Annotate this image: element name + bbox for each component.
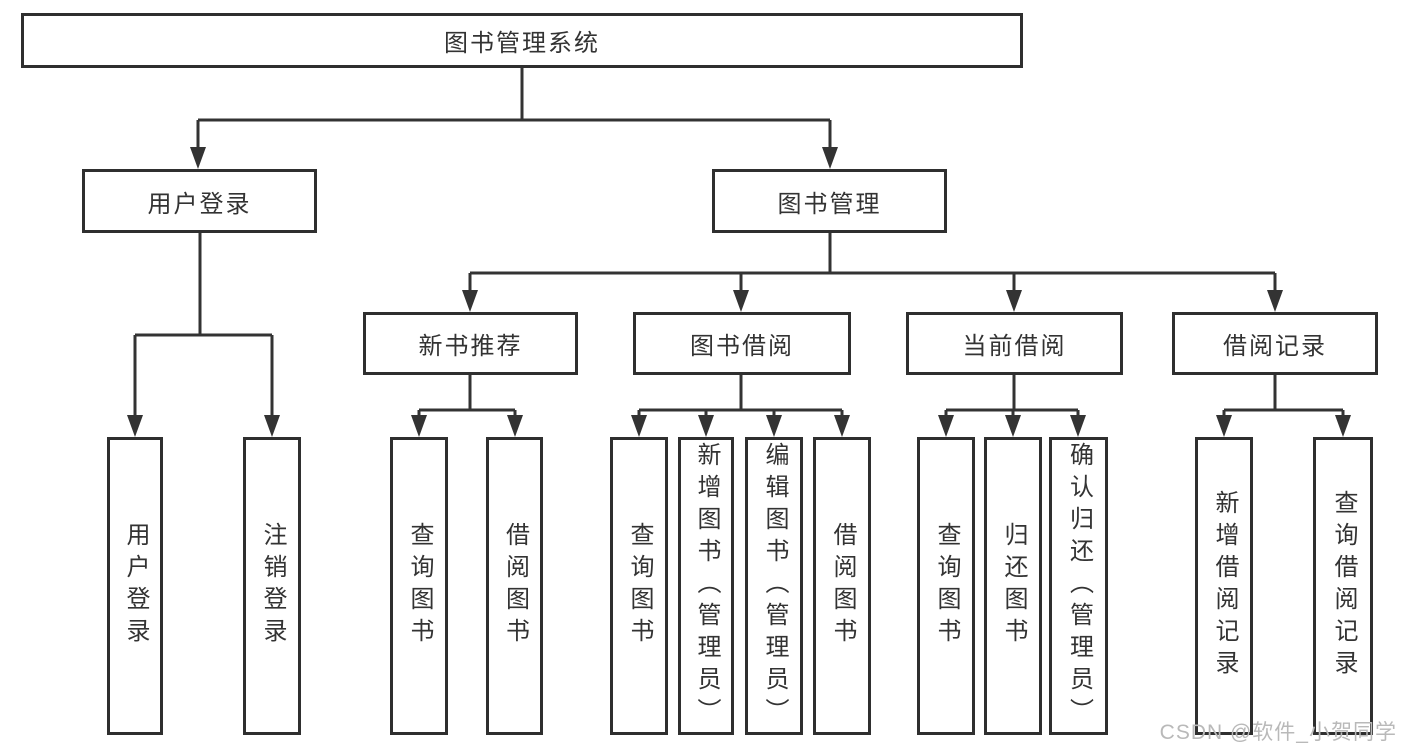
node-current-borrow: 当前借阅	[906, 312, 1123, 375]
node-user-login-label: 用户登录	[147, 190, 252, 218]
node-leaf-borrow-books-recommend: 借阅图书	[486, 437, 543, 735]
node-book-management: 图书管理	[712, 169, 947, 233]
node-leaf-borrow-books-label: 借阅图书	[829, 522, 856, 650]
node-leaf-query-books-current-label: 查询图书	[933, 522, 960, 650]
node-current-borrow-label: 当前借阅	[962, 333, 1067, 360]
node-leaf-query-books-recommend-label: 查询图书	[406, 522, 433, 650]
node-leaf-confirm-return-admin-label: 确认归还（管理员）	[1065, 442, 1093, 730]
node-user-login: 用户登录	[82, 169, 317, 233]
node-leaf-add-books-admin: 新增图书（管理员）	[678, 437, 734, 735]
node-leaf-query-books-borrow-label: 查询图书	[626, 522, 653, 650]
node-leaf-add-books-admin-label: 新增图书（管理员）	[693, 442, 720, 730]
node-leaf-query-books-current: 查询图书	[917, 437, 975, 735]
node-leaf-edit-books-admin-label: 编辑图书（管理员）	[761, 442, 788, 730]
node-leaf-add-borrow-record-label: 新增借阅记录	[1211, 490, 1238, 682]
node-borrow-records: 借阅记录	[1172, 312, 1378, 375]
node-leaf-return-books: 归还图书	[984, 437, 1042, 735]
node-leaf-borrow-books-recommend-label: 借阅图书	[501, 522, 529, 650]
node-new-book-recommend-label: 新书推荐	[418, 333, 523, 360]
node-new-book-recommend: 新书推荐	[363, 312, 578, 375]
node-leaf-edit-books-admin: 编辑图书（管理员）	[745, 437, 803, 735]
node-library-system-label: 图书管理系统	[444, 30, 600, 57]
node-book-borrow-label: 图书借阅	[690, 333, 794, 360]
node-leaf-query-books-recommend: 查询图书	[390, 437, 448, 735]
node-library-system: 图书管理系统	[21, 13, 1023, 68]
watermark: CSDN @软件_小贺同学	[1159, 721, 1397, 744]
node-book-management-label: 图书管理	[777, 190, 882, 218]
node-leaf-query-books-borrow: 查询图书	[610, 437, 668, 735]
node-borrow-records-label: 借阅记录	[1223, 333, 1327, 360]
node-leaf-confirm-return-admin: 确认归还（管理员）	[1049, 437, 1108, 735]
node-leaf-query-borrow-record: 查询借阅记录	[1313, 437, 1373, 735]
node-leaf-user-login-label: 用户登录	[122, 522, 149, 650]
node-leaf-logout: 注销登录	[243, 437, 301, 735]
node-leaf-return-books-label: 归还图书	[1000, 522, 1027, 650]
node-book-borrow: 图书借阅	[633, 312, 851, 375]
node-leaf-logout-label: 注销登录	[259, 522, 286, 650]
node-leaf-user-login: 用户登录	[107, 437, 163, 735]
node-leaf-query-borrow-record-label: 查询借阅记录	[1330, 490, 1357, 682]
node-leaf-borrow-books: 借阅图书	[813, 437, 871, 735]
node-leaf-add-borrow-record: 新增借阅记录	[1195, 437, 1253, 735]
